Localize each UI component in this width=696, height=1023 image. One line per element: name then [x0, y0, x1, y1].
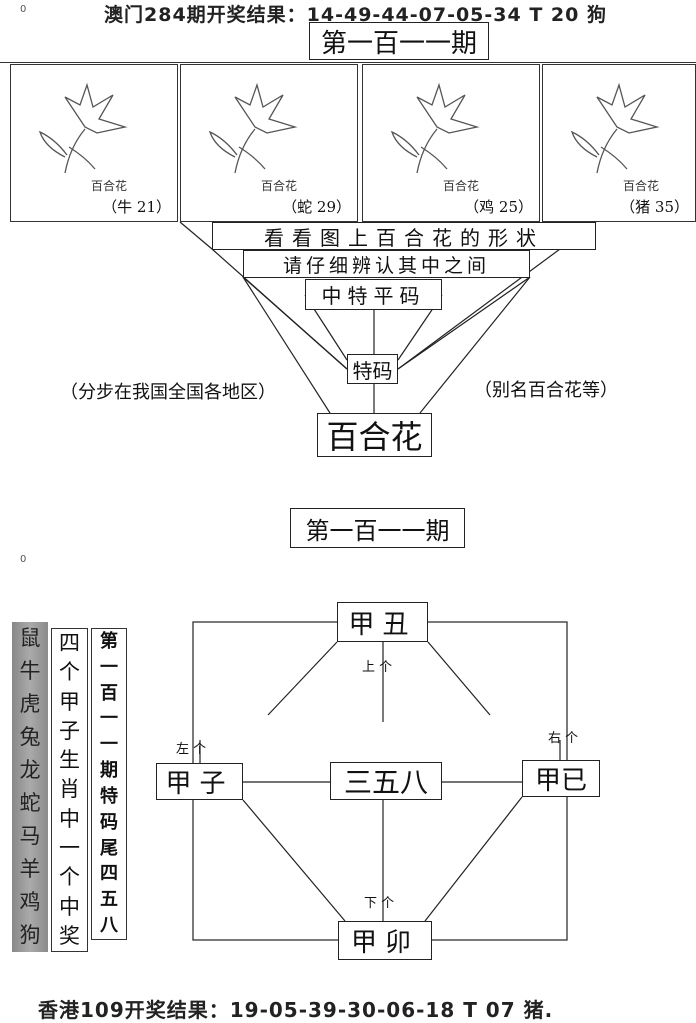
- column-char: 一: [100, 708, 118, 730]
- column-char: 狗: [19, 923, 41, 947]
- column-char: 个: [59, 865, 80, 890]
- column-char: 中: [59, 894, 80, 919]
- hk-result: 香港109开奖结果：19-05-39-30-06-18 T 07 猪.: [38, 998, 554, 1022]
- flower-caption: 百合花: [261, 179, 298, 193]
- column-char: 子: [59, 718, 80, 743]
- column-char: 特: [100, 785, 118, 807]
- lily-icon: [570, 82, 660, 174]
- zodiac-column: 鼠牛虎兔龙蛇马羊鸡狗: [12, 622, 48, 952]
- column-char: 五: [100, 889, 118, 911]
- column-char: 四: [59, 631, 80, 656]
- panel-label: （猪 35）: [620, 198, 689, 216]
- column-char: 第: [100, 630, 118, 652]
- column-char: 一: [100, 734, 118, 756]
- column-char: 马: [19, 824, 41, 848]
- bottom-note: 下 个: [364, 896, 395, 911]
- panel-label: （蛇 29）: [282, 198, 351, 216]
- hint-line-3: 中特平码: [305, 279, 442, 310]
- column-char: 牛: [19, 659, 41, 683]
- flower-caption: 百合花: [443, 179, 480, 193]
- node-right: 甲已: [522, 760, 600, 797]
- diagram-lines: [192, 621, 568, 941]
- column-char: 龙: [19, 758, 41, 782]
- column-char: 码: [100, 811, 118, 833]
- left-note: （分步在我国全国各地区）: [60, 382, 276, 403]
- right-note-2: 右 个: [548, 731, 579, 746]
- lily-panel: 百合花 （鸡 25）: [362, 64, 540, 222]
- hint-line-2: 请仔细辨认其中之间: [243, 250, 530, 278]
- page-marker: 0: [20, 4, 27, 15]
- column-char: 中: [59, 806, 80, 831]
- panel-label: （牛 21）: [102, 198, 171, 216]
- column-char: 奖: [59, 923, 80, 948]
- lily-panel: 百合花 （猪 35）: [542, 64, 696, 222]
- funnel-lines: [179, 221, 597, 414]
- issue-title: 第一百一一期: [309, 22, 489, 60]
- answer: 百合花: [317, 413, 432, 457]
- flower-caption: 百合花: [91, 179, 128, 193]
- column-char: 八: [100, 915, 118, 937]
- divider: [0, 62, 696, 63]
- tema-label: 特码: [347, 354, 398, 384]
- column-char: 鸡: [19, 890, 41, 914]
- node-center: 三五八: [330, 762, 442, 800]
- section-marker: 0: [20, 554, 27, 565]
- top-note: 上 个: [362, 660, 393, 675]
- column-char: 一: [100, 656, 118, 678]
- macau-result: 澳门284期开奖结果：14-49-44-07-05-34 T 20 狗: [104, 4, 607, 26]
- column-char: 期: [100, 760, 118, 782]
- column-char: 百: [100, 682, 118, 704]
- left-note-2: 左 个: [176, 742, 207, 757]
- column-char: 一: [59, 835, 80, 860]
- column-char: 兔: [19, 725, 41, 749]
- column-char: 鼠: [19, 626, 41, 650]
- hint-line-1: 看看图上百合花的形状: [212, 222, 596, 250]
- lily-icon: [390, 82, 480, 174]
- column-char: 生: [59, 748, 80, 773]
- column-char: 肖: [59, 777, 80, 802]
- panel-label: （鸡 25）: [464, 198, 533, 216]
- hint-column: 四个甲子生肖中一个中奖: [51, 628, 88, 952]
- node-left: 甲子: [156, 763, 243, 800]
- lily-panel: 百合花 （蛇 29）: [180, 64, 358, 222]
- column-char: 羊: [19, 857, 41, 881]
- right-note: （别名百合花等）: [474, 380, 618, 401]
- lily-icon: [208, 82, 298, 174]
- column-char: 四: [100, 863, 118, 885]
- issue-title-2: 第一百一一期: [290, 508, 465, 548]
- column-char: 甲: [59, 689, 80, 714]
- lily-icon: [38, 82, 128, 174]
- column-char: 尾: [100, 837, 118, 859]
- column-char: 蛇: [19, 791, 41, 815]
- flower-caption: 百合花: [623, 179, 660, 193]
- column-char: 虎: [19, 692, 41, 716]
- lily-panel: 百合花 （牛 21）: [10, 64, 178, 222]
- issue-column: 第一百一一期特码尾四五八: [91, 628, 127, 940]
- node-bottom: 甲卯: [338, 921, 432, 960]
- node-top: 甲丑: [337, 602, 428, 642]
- column-char: 个: [59, 660, 80, 685]
